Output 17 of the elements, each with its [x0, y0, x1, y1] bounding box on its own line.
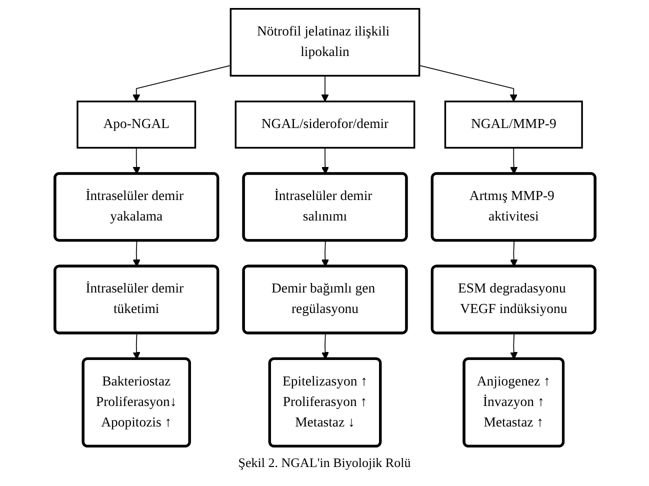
- arrow: [320, 75, 328, 102]
- arrow: [320, 147, 328, 174]
- arrow: [510, 147, 518, 174]
- arrow: [132, 240, 140, 267]
- arrow: [132, 65, 231, 102]
- arrow: [132, 332, 140, 360]
- node-box: Nötrofil jelatinaz ilişkili lipokalin: [229, 8, 420, 77]
- arrow: [320, 332, 328, 360]
- figure-caption: Şekil 2. NGAL'in Biyolojik Rolü: [238, 455, 411, 471]
- arrow: [418, 65, 517, 102]
- node-box: NGAL/MMP-9: [444, 100, 582, 149]
- node-box: Apo-NGAL: [76, 100, 196, 149]
- arrow: [510, 240, 518, 267]
- arrow: [320, 240, 328, 267]
- node-box: NGAL/siderofor/demir: [234, 100, 415, 149]
- arrow: [132, 147, 140, 174]
- arrow: [510, 332, 518, 360]
